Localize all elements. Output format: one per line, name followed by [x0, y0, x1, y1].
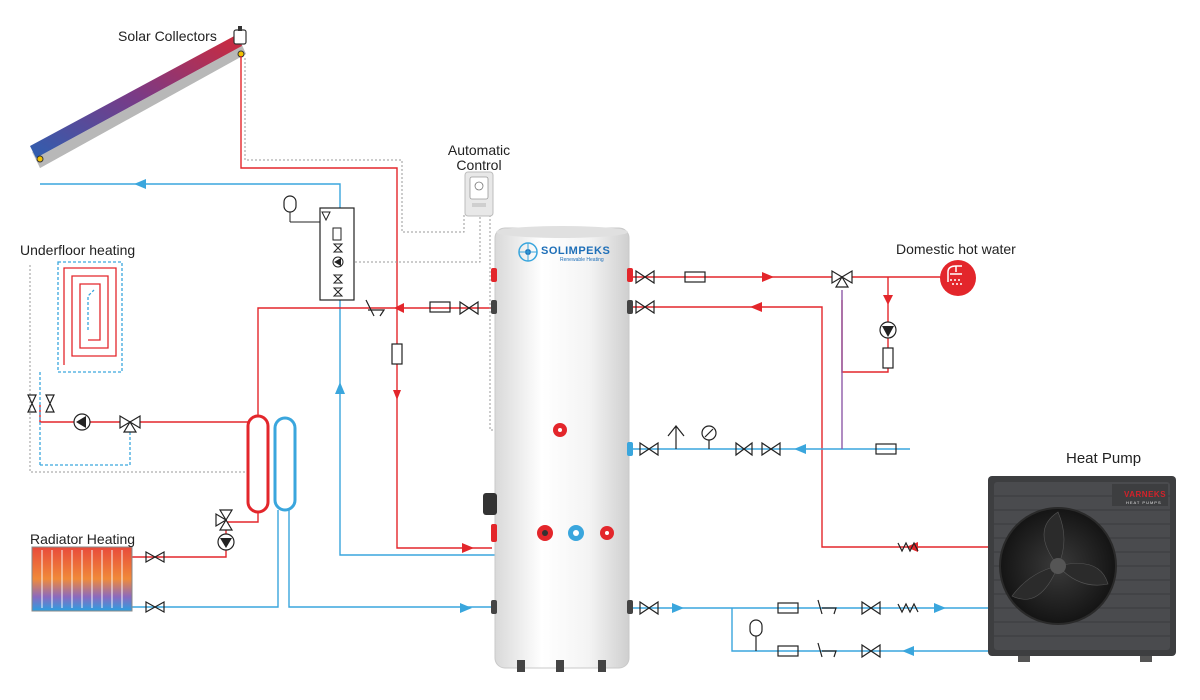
automatic-control-unit	[464, 171, 494, 217]
radiator-pump	[217, 533, 235, 551]
tank-logo	[518, 242, 538, 262]
radiator-return-pipe	[130, 510, 279, 608]
buffer-vessel-cold	[273, 416, 297, 512]
underfloor-pump	[73, 413, 91, 431]
buffer-vessel-hot	[246, 414, 270, 514]
underfloor-mixing-valve	[119, 414, 141, 433]
dhw-recirc-pump	[879, 321, 897, 339]
solar-pump-station	[283, 195, 355, 301]
radiator-mixing-valve	[215, 509, 234, 531]
automatic-control-label: Automatic Control	[440, 143, 518, 173]
automatic-control-label-line1: Automatic	[447, 142, 511, 158]
solar-collector	[30, 26, 247, 168]
heat-pump-label: Heat Pump	[1066, 450, 1142, 467]
heat-pump-brand-tagline: HEAT PUMPS	[1126, 500, 1162, 505]
tank-brand-name: SOLIMPEKS	[541, 245, 611, 257]
top-outlet-fittings	[365, 299, 479, 365]
hot-water-tank	[483, 226, 633, 672]
solar-collectors-label: Solar Collectors	[118, 28, 217, 44]
domestic-hot-water-label: Domestic hot water	[896, 241, 1016, 257]
underfloor-heating-coil	[39, 261, 131, 466]
heat-pump-return-pipe	[731, 608, 990, 652]
heat-pump-hot-pipe	[630, 306, 990, 548]
tank-bottom-cold-pipe	[288, 510, 492, 608]
radiator-valves	[145, 550, 165, 614]
solar-hot-pipe	[240, 56, 492, 549]
tank-brand-tagline: Renewable Heating	[560, 257, 604, 263]
underfloor-valves	[27, 394, 55, 413]
dhw-recirc-pipe	[841, 277, 889, 373]
right-side-fittings	[635, 269, 919, 659]
flow-arrows	[393, 272, 918, 553]
shower-icon	[940, 260, 976, 296]
heat-pump-unit	[988, 476, 1176, 662]
radiator-heating-label: Radiator Heating	[30, 531, 136, 547]
dhw-diverter-valve	[831, 269, 853, 288]
control-wiring	[29, 58, 555, 473]
radiator-supply-pipe	[130, 512, 259, 558]
underfloor-supply-pipe	[39, 405, 250, 423]
cold-flow-arrows	[134, 179, 946, 656]
radiator	[31, 546, 133, 612]
underfloor-heating-label: Underfloor heating	[20, 242, 136, 258]
tank-top-outlet-pipe	[257, 307, 492, 418]
automatic-control-label-line2: Control	[456, 157, 502, 173]
heat-pump-brand-name: VARNEKS	[1124, 490, 1167, 499]
